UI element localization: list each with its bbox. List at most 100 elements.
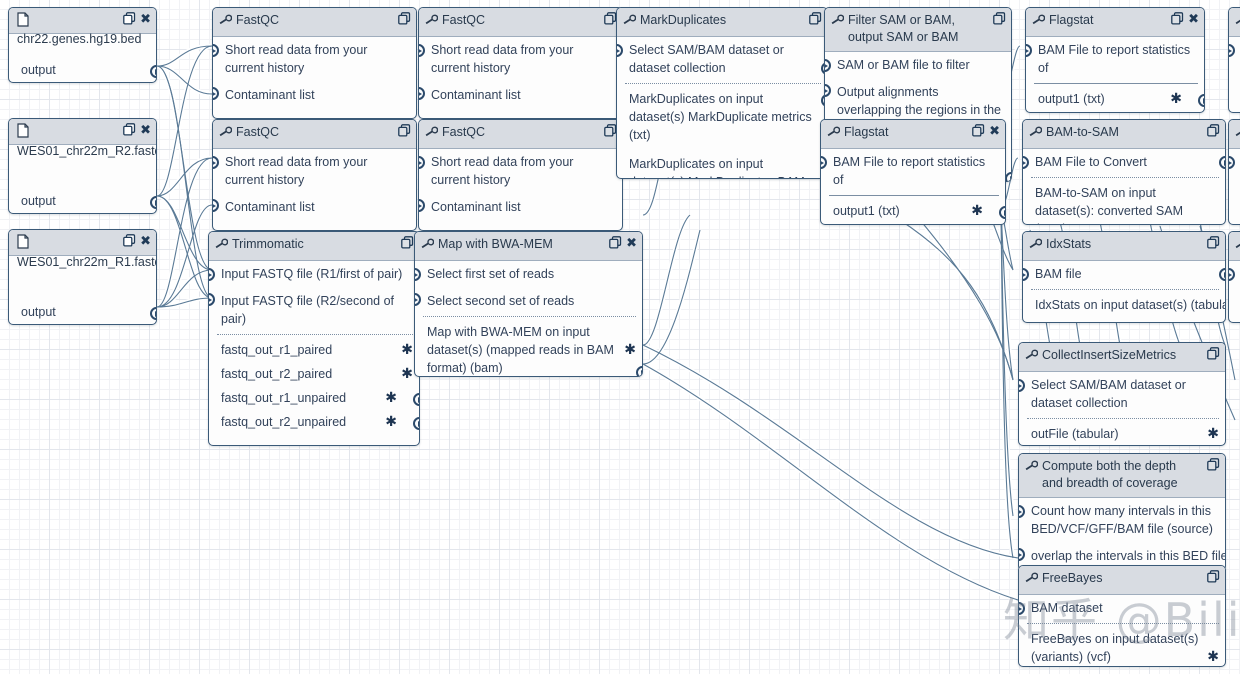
input-terminal-icon[interactable] [419, 87, 425, 100]
node-header[interactable]: ✖ WES01_chr22m_R2.fastq.gz [9, 119, 156, 158]
output-row[interactable]: output1 (txt) ✱ [1026, 87, 1204, 111]
node-header[interactable]: FastQC [419, 8, 622, 37]
output-row[interactable]: output [9, 300, 156, 324]
duplicate-icon[interactable] [401, 236, 414, 249]
duplicate-icon[interactable] [1207, 347, 1220, 360]
duplicate-icon[interactable] [604, 12, 617, 25]
node-header[interactable]: Map with BWA-MEM ✖ [415, 232, 642, 261]
duplicate-icon[interactable] [123, 123, 136, 136]
input-terminal-icon[interactable] [1019, 505, 1025, 518]
input-row[interactable]: Select second set of reads [415, 286, 642, 313]
output-row[interactable]: FreeBayes on input dataset(s) (variants)… [1019, 627, 1225, 666]
tool-node-clipped[interactable] [1228, 7, 1240, 113]
output-terminal-icon[interactable] [1198, 94, 1204, 107]
input-row[interactable]: Short read data from your current histor… [213, 149, 416, 192]
duplicate-icon[interactable] [1207, 458, 1220, 471]
tool-node-bam-to-sam[interactable]: BAM-to-SAM BAM File to Convert BAM-to-SA… [1022, 119, 1226, 225]
input-terminal-icon[interactable] [415, 268, 421, 281]
close-icon[interactable]: ✖ [1188, 10, 1199, 26]
input-row[interactable] [1229, 261, 1240, 281]
duplicate-icon[interactable] [993, 12, 1006, 25]
close-icon[interactable]: ✖ [140, 232, 151, 248]
duplicate-icon[interactable] [1207, 236, 1220, 249]
input-row[interactable]: Short read data from your current histor… [213, 37, 416, 80]
input-row[interactable]: BAM file [1023, 261, 1225, 286]
input-row[interactable] [1229, 37, 1240, 57]
input-terminal-icon[interactable] [1023, 156, 1029, 169]
tool-node-fastqc[interactable]: FastQC Short read data from your current… [212, 7, 417, 119]
output-terminal-icon[interactable] [150, 65, 156, 78]
input-row[interactable]: Contaminant list [213, 80, 416, 107]
output-row[interactable]: fastq_out_r2_unpaired ✱ [209, 410, 419, 434]
output-row[interactable]: MarkDuplicates on input dataset(s) MarkD… [617, 87, 827, 147]
node-header[interactable]: MarkDuplicates [617, 8, 827, 37]
input-terminal-icon[interactable] [821, 156, 827, 169]
input-dataset-node[interactable]: ✖ WES01_chr22m_R2.fastq.gz output [8, 118, 157, 214]
input-terminal-icon[interactable] [209, 293, 215, 306]
input-terminal-icon[interactable] [213, 44, 219, 57]
node-header[interactable]: FastQC [213, 8, 416, 37]
input-terminal-icon[interactable] [825, 59, 831, 72]
tool-node-freebayes[interactable]: FreeBayes BAM dataset FreeBayes on input… [1018, 565, 1226, 667]
tool-node-compute-coverage[interactable]: Compute both the depth and breadth of co… [1018, 453, 1226, 571]
output-row[interactable]: outFile (tabular) ✱ [1019, 422, 1225, 445]
input-dataset-node[interactable]: ✖ WES01_chr22m_R1.fastq.gz output [8, 229, 157, 325]
output-terminal-icon[interactable] [1005, 172, 1011, 181]
input-row[interactable]: Short read data from your current histor… [419, 149, 622, 192]
duplicate-icon[interactable] [609, 236, 622, 249]
duplicate-icon[interactable] [398, 124, 411, 137]
node-header[interactable]: FreeBayes [1019, 566, 1225, 595]
node-header[interactable]: Flagstat ✖ [821, 120, 1005, 149]
node-header[interactable]: CollectInsertSizeMetrics [1019, 343, 1225, 372]
node-header[interactable]: BAM-to-SAM [1023, 120, 1225, 149]
tool-node-flagstat[interactable]: Flagstat ✖ BAM File to report statistics… [1025, 7, 1205, 113]
duplicate-icon[interactable] [809, 12, 822, 25]
input-terminal-icon[interactable] [213, 156, 219, 169]
input-row[interactable]: Select SAM/BAM dataset or dataset collec… [1019, 372, 1225, 415]
input-row[interactable]: Contaminant list [213, 192, 416, 219]
input-terminal-icon[interactable] [1026, 44, 1032, 57]
node-header[interactable]: Flagstat ✖ [1026, 8, 1204, 37]
output-row[interactable]: IdxStats on input dataset(s) (tabular) [1023, 293, 1225, 317]
node-header[interactable]: ✖ chr22.genes.hg19.bed [9, 8, 156, 46]
node-header[interactable]: FastQC [213, 120, 416, 149]
input-row[interactable]: BAM File to Convert [1023, 149, 1225, 174]
output-row[interactable]: fastq_out_r1_unpaired ✱ [209, 386, 419, 410]
input-row[interactable]: BAM dataset [1019, 595, 1225, 620]
output-row[interactable]: Map with BWA-MEM on input dataset(s) (ma… [415, 320, 642, 376]
input-terminal-icon[interactable] [213, 199, 219, 212]
node-header[interactable]: ✖ WES01_chr22m_R1.fastq.gz [9, 230, 156, 269]
output-row[interactable]: BAM-to-SAM on input dataset(s): converte… [1023, 181, 1225, 224]
duplicate-icon[interactable] [604, 124, 617, 137]
duplicate-icon[interactable] [1207, 570, 1220, 583]
output-terminal-icon[interactable] [413, 393, 419, 406]
output-row[interactable]: MarkDuplicates on input dataset(s) MarkD… [617, 147, 827, 178]
input-terminal-icon[interactable] [1023, 268, 1029, 281]
input-terminal-icon[interactable] [419, 156, 425, 169]
input-terminal-icon[interactable] [825, 84, 831, 97]
output-terminal-icon[interactable] [636, 366, 642, 376]
input-row[interactable]: Count how many intervals in this BED/VCF… [1019, 498, 1225, 541]
tool-node-clipped[interactable] [1228, 119, 1240, 225]
tool-node-flagstat[interactable]: Flagstat ✖ BAM File to report statistics… [820, 119, 1006, 225]
input-terminal-icon[interactable] [1229, 44, 1235, 57]
duplicate-icon[interactable] [1207, 124, 1220, 137]
output-row[interactable]: output1 (txt) ✱ [821, 199, 1005, 223]
input-terminal-icon[interactable] [415, 293, 421, 306]
node-header[interactable] [1229, 232, 1240, 261]
node-header[interactable]: IdxStats [1023, 232, 1225, 261]
tool-node-fastqc[interactable]: FastQC Short read data from your current… [418, 7, 623, 119]
input-terminal-icon[interactable] [1019, 602, 1025, 615]
node-header[interactable]: Trimmomatic [209, 232, 419, 261]
input-terminal-icon[interactable] [1019, 548, 1025, 561]
input-row[interactable]: Short read data from your current histor… [419, 37, 622, 80]
input-terminal-icon[interactable] [1229, 268, 1235, 281]
input-terminal-icon[interactable] [617, 44, 623, 57]
close-icon[interactable]: ✖ [140, 121, 151, 137]
output-row[interactable]: fastq_out_r2_paired ✱ [209, 362, 419, 386]
input-row[interactable]: Select first set of reads [415, 261, 642, 286]
input-row[interactable]: SAM or BAM file to filter [825, 52, 1011, 77]
close-icon[interactable]: ✖ [140, 10, 151, 26]
node-header[interactable]: Filter SAM or BAM, output SAM or BAM [825, 8, 1011, 52]
tool-node-collectinsertsizemetrics[interactable]: CollectInsertSizeMetrics Select SAM/BAM … [1018, 342, 1226, 446]
